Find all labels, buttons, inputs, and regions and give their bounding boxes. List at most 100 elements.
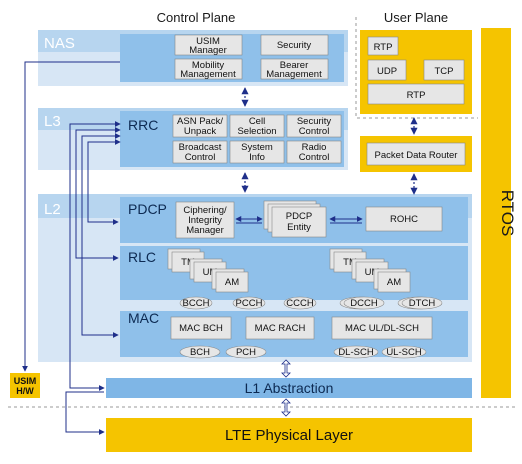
l1-abstraction-bar bbox=[106, 378, 472, 398]
sysinfo-line1: System bbox=[241, 142, 273, 153]
broadcast-control-box bbox=[172, 140, 228, 164]
bearer-management-box bbox=[260, 58, 329, 80]
broadcast-line1: Broadcast bbox=[179, 142, 222, 153]
channel-dtch bbox=[401, 296, 443, 310]
ciphering-manager-box bbox=[175, 201, 235, 239]
am-left-label: AM bbox=[225, 277, 239, 288]
cipher-line1: Ciphering/ bbox=[183, 205, 227, 216]
mobility-management-box bbox=[174, 58, 243, 80]
am-box-right bbox=[377, 271, 411, 293]
security-label: Security bbox=[277, 40, 312, 51]
broadcast-line2: Control bbox=[185, 152, 216, 163]
bearer-line2: Management bbox=[266, 69, 322, 80]
cell-line1: Cell bbox=[249, 116, 265, 127]
pdcp-entity-box bbox=[271, 206, 327, 238]
cell-line2: Selection bbox=[237, 126, 276, 137]
cipher-line3: Manager bbox=[186, 225, 224, 236]
rtp-bottom-label: RTP bbox=[407, 90, 426, 101]
dtch-label: DTCH bbox=[409, 298, 436, 309]
asn-line1: ASN Pack/ bbox=[177, 116, 223, 127]
lte-physical-layer-label: LTE Physical Layer bbox=[225, 427, 353, 444]
channel-bcch bbox=[179, 296, 213, 310]
nas-usim-line bbox=[22, 61, 120, 372]
pcch-label: PCCH bbox=[236, 298, 263, 309]
channel-ul-sch bbox=[381, 345, 427, 359]
tcp-label: TCP bbox=[435, 66, 454, 77]
l1-phy-side-line bbox=[65, 391, 105, 435]
rrc-rlc-line bbox=[75, 127, 121, 261]
packet-data-router-label: Packet Data Router bbox=[375, 150, 458, 161]
pch-label: PCH bbox=[236, 347, 256, 358]
channel-dl-sch bbox=[333, 345, 379, 359]
udp-label: UDP bbox=[377, 66, 397, 77]
tcp-box bbox=[423, 59, 465, 81]
tm-right-label: TM bbox=[343, 257, 357, 268]
l1-abstraction-label: L1 Abstraction bbox=[245, 380, 334, 396]
rohc-box bbox=[365, 206, 443, 232]
pdcp-entity-line2: Entity bbox=[287, 222, 311, 233]
rtos-label: RTOS bbox=[498, 190, 517, 237]
l1-phy-link bbox=[281, 398, 291, 417]
bcch-label: BCCH bbox=[183, 298, 210, 309]
l3-label: L3 bbox=[44, 113, 61, 130]
channel-pcch bbox=[232, 296, 266, 310]
udp-box bbox=[367, 59, 407, 81]
mac-rach-box bbox=[245, 316, 315, 340]
am-box-left bbox=[215, 271, 249, 293]
dl-sch-label: DL-SCH bbox=[338, 347, 374, 358]
sysinfo-line2: Info bbox=[249, 152, 265, 163]
usim-hw-box bbox=[10, 373, 40, 398]
dcch-label: DCCH bbox=[350, 298, 378, 309]
rtp-top-label: RTP bbox=[374, 42, 393, 53]
um-left-label: UM bbox=[203, 267, 218, 278]
system-info-box bbox=[229, 140, 285, 164]
pdcp-entity-line1: PDCP bbox=[286, 211, 312, 222]
rrc-l1-line bbox=[69, 121, 121, 391]
usim-hw-line2: H/W bbox=[16, 386, 34, 396]
usim-manager-line2: Manager bbox=[189, 45, 227, 56]
rrc-label: RRC bbox=[128, 117, 158, 133]
nas-label: NAS bbox=[44, 35, 75, 52]
am-right-label: AM bbox=[387, 277, 401, 288]
channel-dcch bbox=[343, 296, 385, 310]
mobility-line1: Mobility bbox=[192, 60, 224, 71]
rohc-label: ROHC bbox=[390, 214, 418, 225]
radio-line1: Radio bbox=[302, 142, 327, 153]
packet-data-router-box bbox=[366, 142, 466, 166]
mac-l1-link bbox=[281, 359, 291, 378]
tm-left-label: TM bbox=[181, 257, 195, 268]
rtp-top-box bbox=[367, 36, 399, 56]
channel-ccch bbox=[283, 296, 317, 310]
mac-label: MAC bbox=[128, 310, 159, 326]
ccch-label: CCCH bbox=[286, 298, 314, 309]
sec-ctrl-line2: Control bbox=[299, 126, 330, 137]
radio-control-box bbox=[286, 140, 342, 164]
rlc-label: RLC bbox=[128, 249, 156, 265]
user-plane-separator bbox=[355, 17, 478, 119]
mac-rach-label: MAC RACH bbox=[255, 323, 306, 334]
ul-sch-label: UL-SCH bbox=[386, 347, 422, 358]
l2-label: L2 bbox=[44, 201, 61, 218]
mobility-line2: Management bbox=[180, 69, 236, 80]
mac-bch-box bbox=[170, 316, 232, 340]
um-right-label: UM bbox=[365, 267, 380, 278]
asn-pack-box bbox=[172, 114, 228, 138]
security-box bbox=[260, 34, 329, 56]
security-control-box bbox=[286, 114, 342, 138]
mac-ul-dl-sch-box bbox=[331, 316, 433, 340]
usim-manager-box bbox=[174, 34, 243, 56]
rtos-bar bbox=[481, 28, 511, 398]
cell-selection-box bbox=[229, 114, 285, 138]
mac-ul-dl-sch-label: MAC UL/DL-SCH bbox=[345, 323, 419, 334]
channel-bch bbox=[179, 345, 221, 359]
user-plane-title: User Plane bbox=[384, 10, 448, 25]
asn-line2: Unpack bbox=[184, 126, 216, 137]
rrc-pdcp-line bbox=[87, 139, 121, 225]
bch-label: BCH bbox=[190, 347, 210, 358]
sec-ctrl-line1: Security bbox=[297, 116, 332, 127]
usim-hw-line1: USIM bbox=[14, 376, 37, 386]
rtp-bottom-box bbox=[367, 83, 465, 105]
bearer-line1: Bearer bbox=[280, 60, 309, 71]
